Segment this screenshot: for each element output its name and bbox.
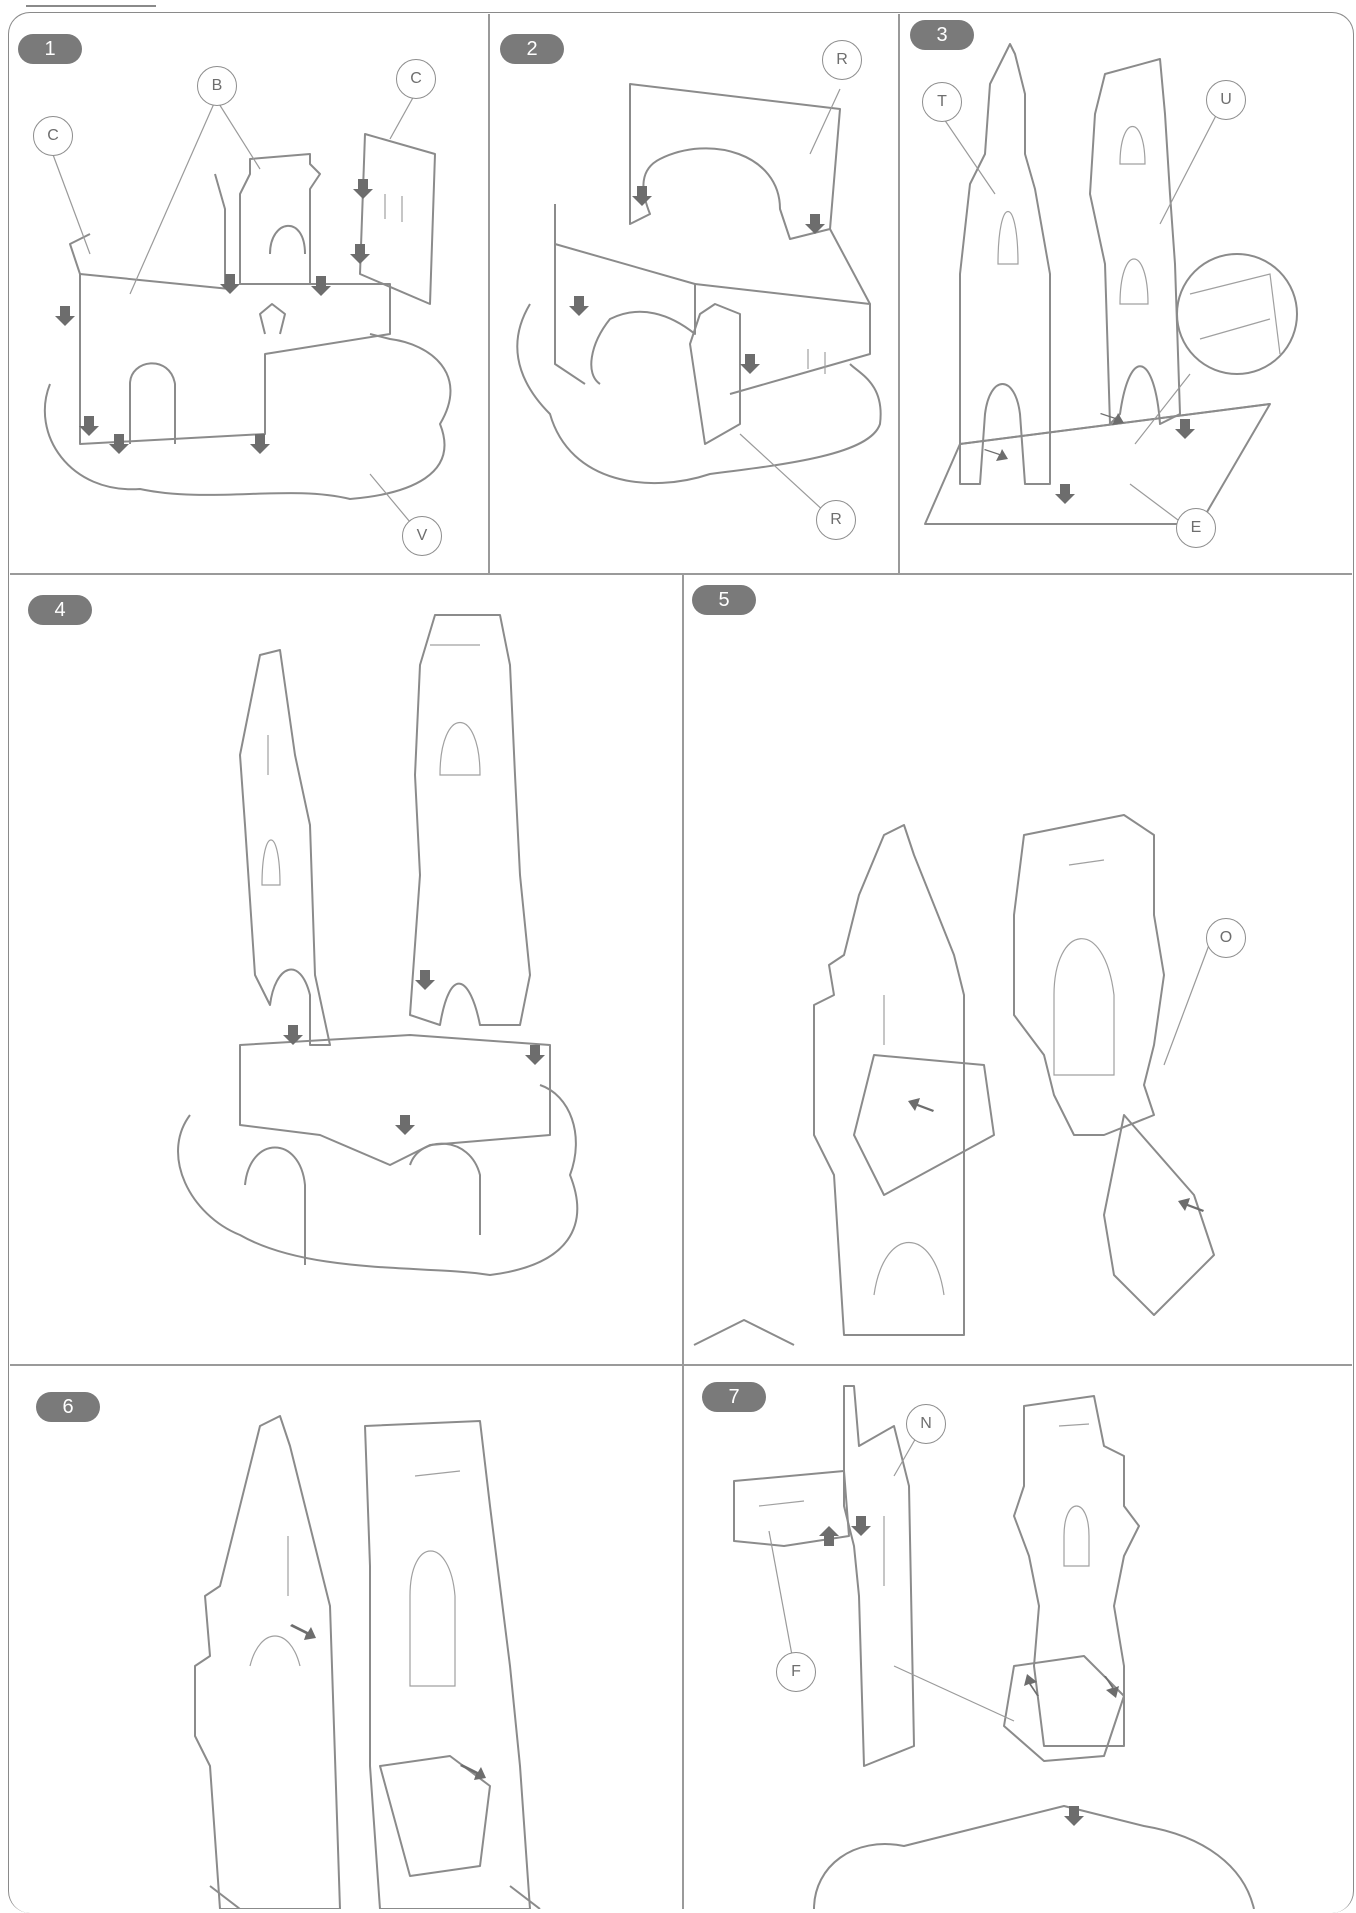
step-7-illustration (684, 1366, 1352, 1909)
step-5-panel: 5 O (684, 575, 1352, 1364)
callout-c-left: C (33, 116, 73, 156)
step-3-illustration (900, 14, 1352, 573)
callout-o: O (1206, 918, 1246, 958)
callout-n: N (906, 1404, 946, 1444)
step-2-illustration (490, 14, 898, 573)
callout-v: V (402, 516, 442, 556)
step-6-panel: 6 (10, 1366, 682, 1909)
step-7-panel: 7 N F (684, 1366, 1352, 1909)
callout-u: U (1206, 80, 1246, 120)
step-4-illustration (10, 575, 682, 1364)
callout-f: F (776, 1652, 816, 1692)
callout-e: E (1176, 508, 1216, 548)
callout-r-bottom: R (816, 500, 856, 540)
callout-r-top: R (822, 40, 862, 80)
callout-b: B (197, 66, 237, 106)
callout-t: T (922, 82, 962, 122)
step-6-illustration (10, 1366, 682, 1909)
step-1-panel: 1 B C C (10, 14, 488, 573)
step-4-panel: 4 (10, 575, 682, 1364)
header-tab (26, 0, 156, 7)
step-3-panel: 3 T U E (900, 14, 1352, 573)
step-5-illustration (684, 575, 1352, 1364)
callout-c-right: C (396, 59, 436, 99)
step-2-panel: 2 R R (490, 14, 898, 573)
